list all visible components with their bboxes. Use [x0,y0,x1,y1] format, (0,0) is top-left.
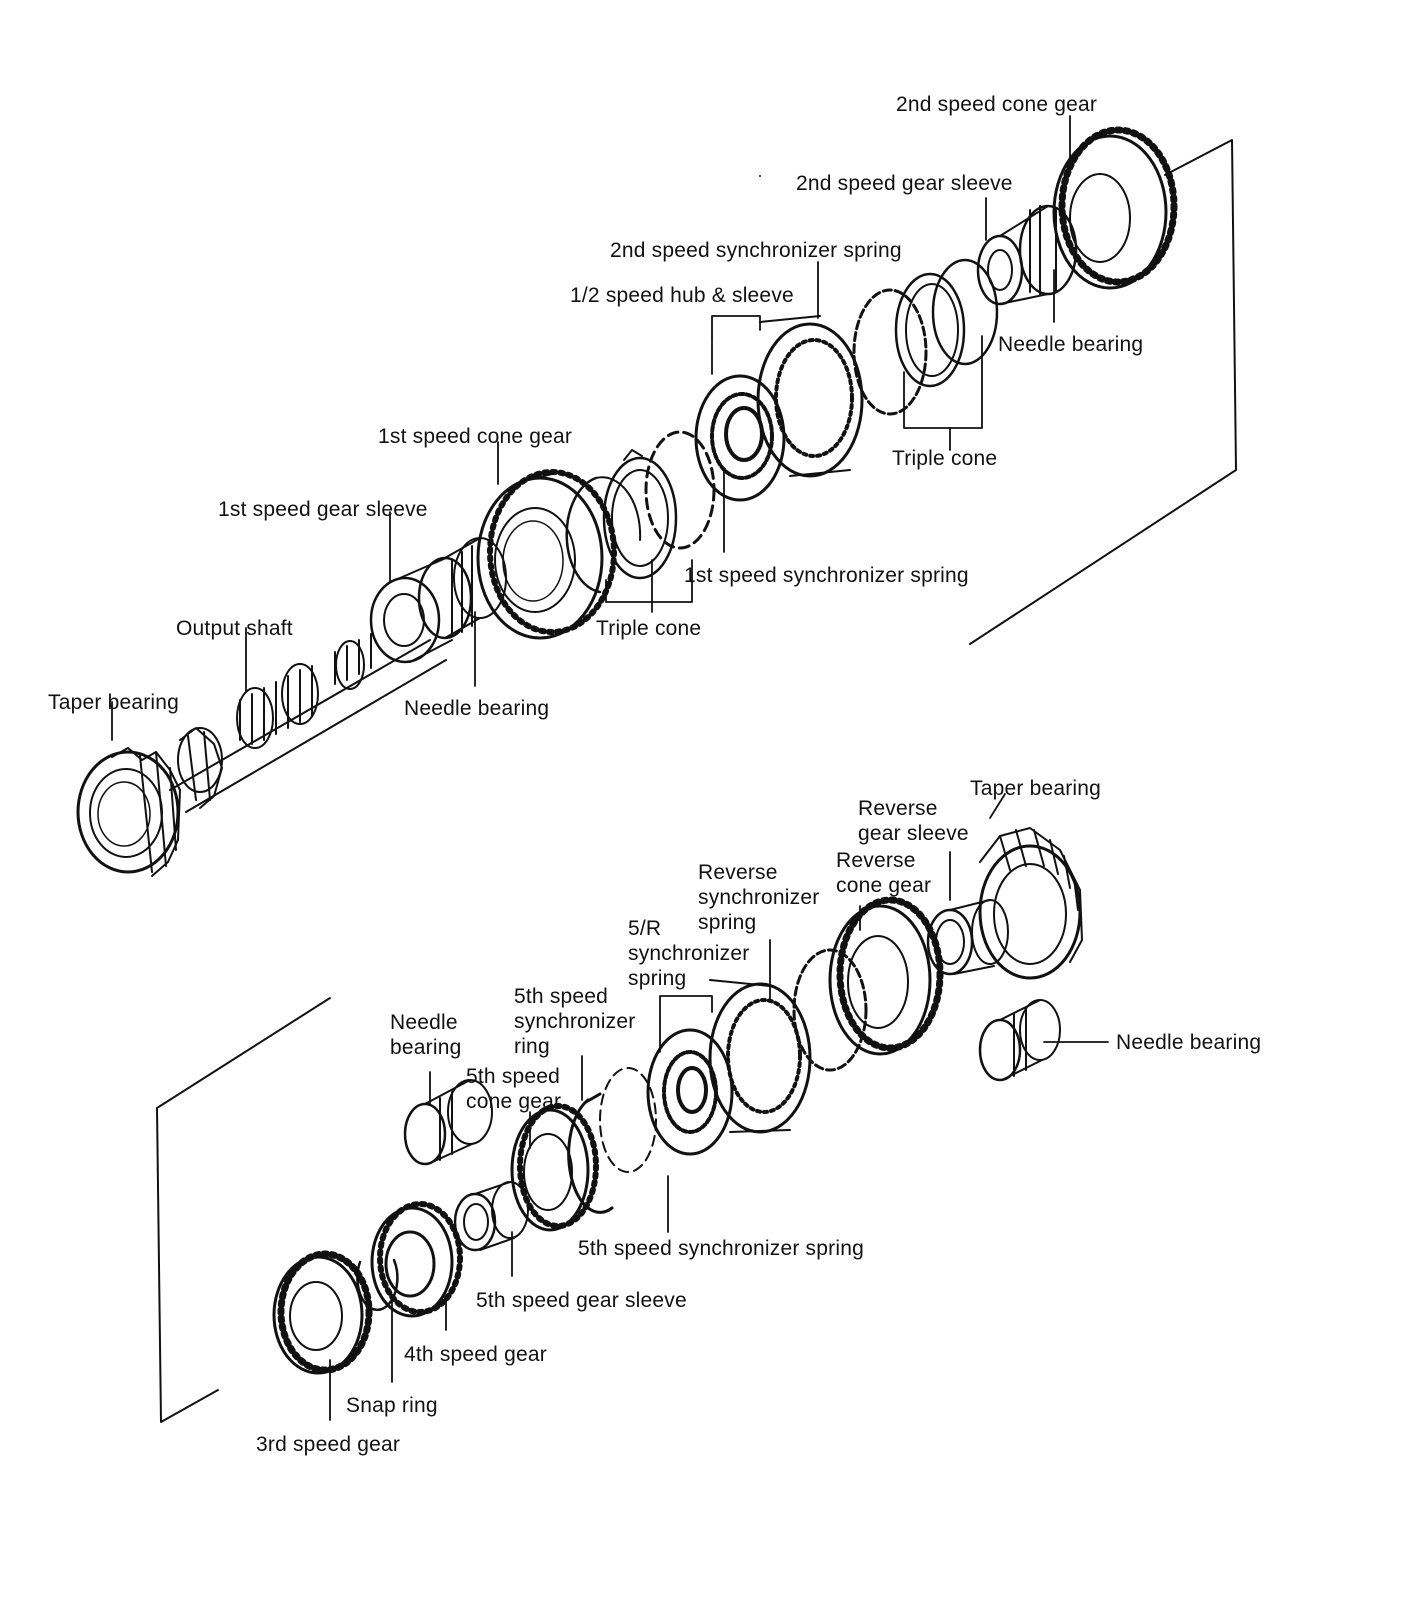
label-reverse-sync-spring: Reverse synchronizer spring [698,860,819,935]
label-reverse-gear-sleeve: Reverse gear sleeve [858,796,969,846]
label-fifth-sync-ring: 5th speed synchronizer ring [514,984,635,1059]
upper-frame-lines [969,139,1237,645]
label-reverse-sync-spring-line1: Reverse [698,861,778,884]
label-second-cone-gear: 2nd speed cone gear [896,93,1098,116]
label-fifth-gear-sleeve: 5th speed gear sleeve [476,1289,687,1312]
needle-bearing-upper-lower-part [417,537,507,640]
label-reverse-sync-spring-line2: synchronizer [698,886,820,909]
label-first-cone-gear: 1st speed cone gear [378,425,573,448]
label-second-sync-spring: 2nd speed synchronizer spring [610,239,902,262]
label-reverse-gear-sleeve-line2: gear sleeve [858,822,969,845]
label-third-gear: 3rd speed gear [256,1433,401,1456]
fifth-gear-sleeve-part [453,1181,529,1252]
needle-bearing-right-part [978,999,1061,1082]
first-gear-sleeve-part [369,557,453,664]
label-taper-bearing-front: Taper bearing [48,691,180,714]
label-first-sync-spring: 1st speed synchronizer spring [684,564,969,587]
label-triple-cone-upper: Triple cone [892,447,998,470]
label-fifth-sync-spring: 5th speed synchronizer spring [578,1237,864,1260]
label-second-gear-sleeve: 2nd speed gear sleeve [796,172,1013,195]
leader-lines [111,115,1109,1421]
label-fifth-cone-gear: 5th speed cone gear [466,1064,561,1114]
hub-sleeve-part [694,315,864,502]
label-needle-bearing-left: Needle bearing [390,1010,461,1060]
label-fifth-cone-gear-line1: 5th speed [466,1065,561,1088]
first-cone-gear-part [476,469,617,640]
label-fifth-cone-gear-line2: cone gear [466,1090,562,1113]
stray-dot [759,175,761,177]
needle-bearing-left-part [403,1079,493,1166]
label-fr-sync-spring: 5/R synchronizer spring [628,916,749,991]
label-reverse-cone-gear-line2: cone gear [836,874,932,897]
label-fifth-sync-ring-line3: ring [514,1035,550,1058]
reverse-gear-sleeve-part [926,899,1009,976]
label-first-gear-sleeve: 1st speed gear sleeve [218,498,428,521]
label-taper-bearing-rear: Taper bearing [970,777,1102,800]
label-reverse-cone-gear: Reverse cone gear [836,848,931,898]
third-gear-part [272,1250,373,1375]
label-hub-sleeve: 1/2 speed hub & sleeve [570,284,794,307]
label-needle-bearing-left-line1: Needle [390,1011,458,1034]
label-triple-cone-lower: Triple cone [596,617,702,640]
label-fr-sync-spring-line1: 5/R [628,917,662,940]
fifth-cone-gear-part [510,1103,599,1232]
label-fifth-sync-ring-line2: synchronizer [514,1010,636,1033]
label-reverse-sync-spring-line3: spring [698,911,757,934]
label-output-shaft: Output shaft [176,617,293,640]
label-needle-bearing-upper: Needle bearing [998,333,1144,356]
fourth-gear-part [370,1201,463,1318]
label-needle-bearing-left-line2: bearing [390,1036,462,1059]
label-fourth-gear: 4th speed gear [404,1343,547,1366]
reverse-sync-ring-part [792,948,868,1072]
output-shaft-part [169,633,447,813]
label-fr-sync-spring-line2: synchronizer [628,942,750,965]
taper-bearing-front-part [76,747,181,877]
label-fifth-sync-ring-line1: 5th speed [514,985,609,1008]
fifth-sync-ring-part [567,1067,657,1214]
fifth-hub-part [646,979,812,1156]
reverse-cone-gear-part [828,896,944,1056]
label-snap-ring: Snap ring [346,1394,438,1417]
second-cone-gear-part [1052,126,1178,290]
snap-ring-part [356,1258,399,1312]
label-reverse-cone-gear-line1: Reverse [836,849,916,872]
lower-frame-lines [156,997,331,1423]
label-needle-bearing-lower: Needle bearing [404,697,550,720]
label-reverse-gear-sleeve-line1: Reverse [858,797,938,820]
label-fr-sync-spring-line3: spring [628,967,687,990]
taper-bearing-rear-part [978,827,1083,980]
label-needle-bearing-right: Needle bearing [1116,1031,1262,1054]
triple-cone-upper-part [852,258,999,416]
